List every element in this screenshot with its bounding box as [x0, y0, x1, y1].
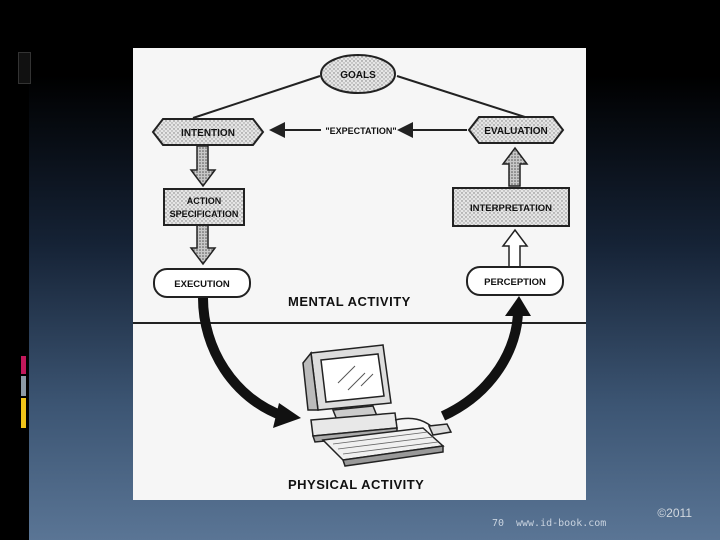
execution-node: EXECUTION	[153, 268, 251, 298]
evaluation-node: EVALUATION	[467, 116, 565, 144]
up-arrow-perception	[501, 228, 529, 269]
curved-arrow-execution	[198, 297, 301, 428]
curved-arrow-perception	[440, 296, 531, 421]
accent-bar-magenta	[21, 356, 26, 374]
connector-lines	[192, 75, 529, 138]
accent-bar-gray	[21, 376, 26, 396]
up-arrow-interpretation	[501, 146, 529, 187]
action-label-line1: ACTION	[187, 196, 222, 206]
perception-label: PERCEPTION	[484, 277, 546, 288]
evaluation-label: EVALUATION	[484, 126, 548, 137]
computer-illustration	[302, 344, 453, 467]
interpretation-node: INTERPRETATION	[452, 187, 570, 227]
execution-label: EXECUTION	[174, 279, 230, 290]
physical-activity-label: PHYSICAL ACTIVITY	[288, 477, 424, 492]
mental-activity-label: MENTAL ACTIVITY	[288, 294, 411, 309]
accent-bar-yellow	[21, 398, 26, 428]
goals-node: GOALS	[320, 54, 396, 94]
action-label-line2: SPECIFICATION	[170, 209, 239, 219]
left-margin-block	[18, 52, 31, 84]
intention-label: INTENTION	[181, 128, 235, 139]
goals-label: GOALS	[340, 70, 376, 81]
page-number: 70	[492, 518, 505, 529]
interpretation-label: INTERPRETATION	[470, 203, 552, 214]
footer-url[interactable]: www.id-book.com	[516, 518, 607, 529]
perception-node: PERCEPTION	[466, 266, 564, 296]
expectation-label: "EXPECTATION"	[325, 126, 396, 136]
action-specification-node: ACTION SPECIFICATION	[163, 188, 245, 226]
action-cycle-diagram: GOALS INTENTION "EXPECTATION" EVALUATION…	[133, 48, 586, 500]
down-arrow-action	[189, 223, 217, 266]
intention-node: INTENTION	[151, 118, 265, 146]
down-arrow-intention	[189, 145, 217, 188]
copyright-text: ©2011	[657, 506, 692, 520]
